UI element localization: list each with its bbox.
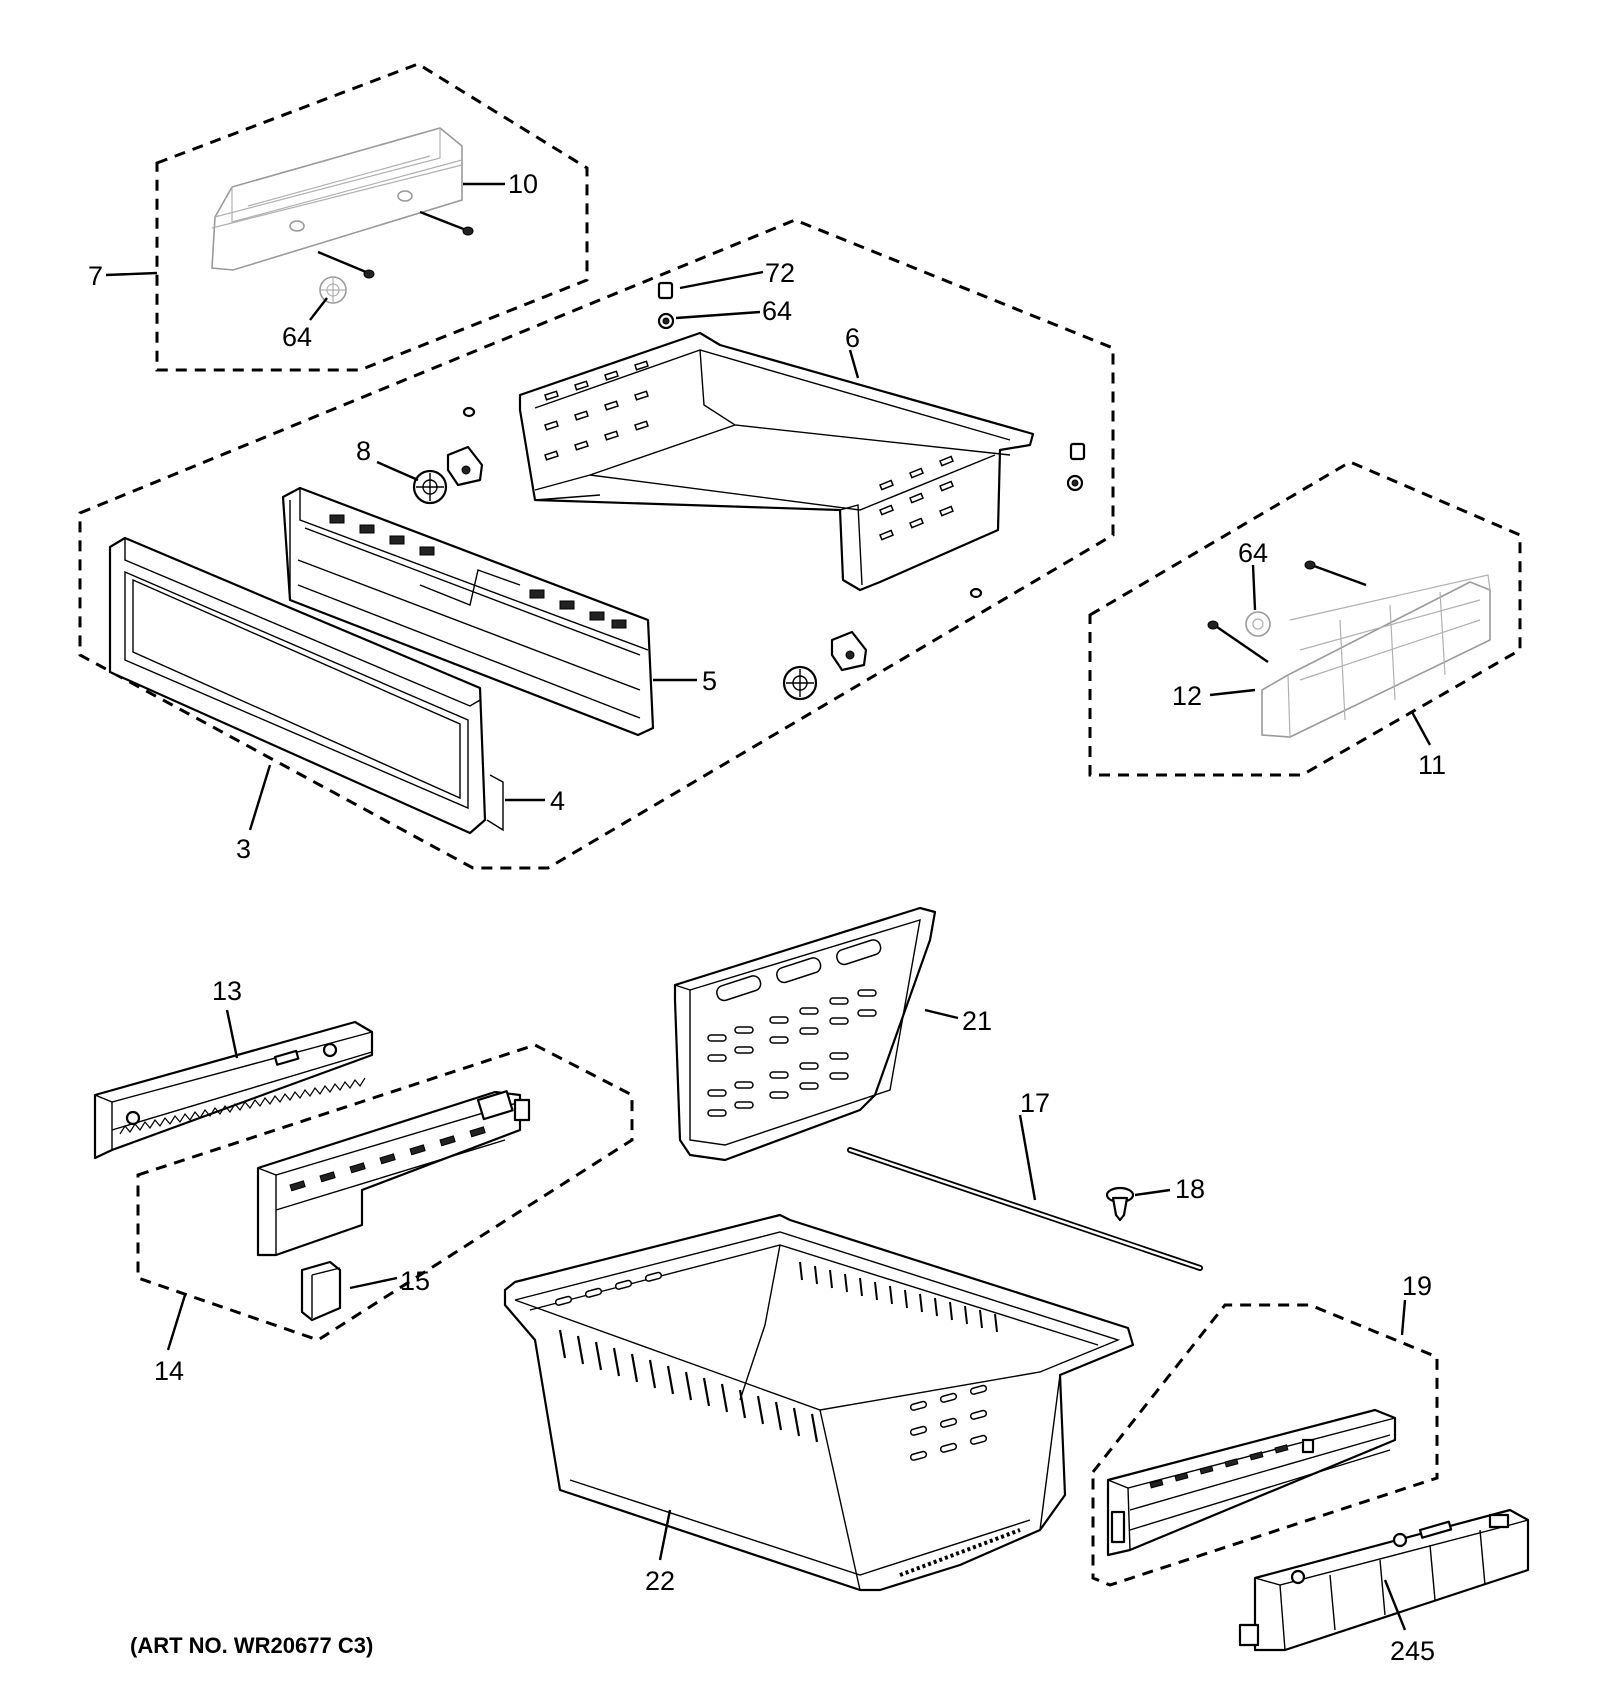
divider-handle-slots [716, 939, 882, 1002]
group-outline-19 [1091, 1303, 1439, 1587]
screw-icon [317, 250, 375, 279]
divider-vent-slots [707, 989, 877, 1117]
group-outline-11 [1088, 460, 1522, 777]
callout-15: 15 [400, 1266, 430, 1296]
callout-64: 64 [282, 322, 312, 352]
callout-13: 13 [212, 976, 242, 1006]
part-13-slide-rail [93, 1020, 374, 1160]
part-12-side-bracket [1261, 574, 1491, 738]
callout-14: 14 [154, 1356, 184, 1386]
callout-10: 10 [508, 169, 538, 199]
callout-72: 72 [765, 258, 795, 288]
part-5-inner-drawer-frame [281, 486, 655, 737]
part-14-rail-assembly [256, 1090, 531, 1257]
screw-icon [462, 406, 983, 599]
part-6-drawer-bin [518, 331, 1035, 592]
basket-side-slots [554, 1271, 988, 1461]
callout-8: 8 [356, 436, 371, 466]
rail-teeth [119, 1077, 366, 1135]
part-10-rail-cover [211, 127, 463, 271]
art-number-label: (ART NO. WR20677 C3) [130, 1633, 373, 1658]
part-17-rod [847, 1147, 1203, 1271]
part-64-wheel-icon [657, 312, 1084, 492]
bin-slots [544, 360, 954, 541]
callout-18: 18 [1175, 1174, 1205, 1204]
part-4-drawer-front-panel [108, 536, 504, 835]
callout-245: 245 [1390, 1636, 1435, 1666]
rail-slots [289, 1126, 486, 1192]
group-outline-7 [155, 62, 589, 372]
callout-17: 17 [1020, 1088, 1050, 1118]
callout-19: 19 [1402, 1271, 1432, 1301]
callout-4: 4 [550, 786, 565, 816]
part-22-basket [503, 1213, 1135, 1592]
callout-3: 3 [236, 834, 251, 864]
screw-icon [1207, 560, 1367, 663]
group-outline-14 [136, 1043, 634, 1342]
callout-7: 7 [88, 261, 103, 291]
roller-bracket-icon [446, 445, 868, 672]
part-15-clip [300, 1260, 342, 1322]
part-8-roller-wheel-icon [412, 469, 818, 701]
part-64-wheel-icon [319, 276, 347, 304]
part-18-push-pin-icon [1105, 1186, 1135, 1222]
basket-front-slots [558, 1329, 819, 1443]
part-19-slide-rail [1106, 1408, 1397, 1557]
part-21-basket-divider [673, 906, 937, 1162]
callout-11: 11 [1418, 750, 1446, 780]
rail-slots [1149, 1444, 1289, 1489]
callout-12: 12 [1172, 681, 1202, 711]
callout-21: 21 [962, 1006, 992, 1036]
part-72-clip-icon [657, 281, 1086, 461]
callout-22: 22 [645, 1566, 675, 1596]
frame-clips [329, 514, 627, 629]
callout-64: 64 [762, 296, 792, 326]
callout-64: 64 [1238, 538, 1268, 568]
part-64-wheel-icon [1245, 611, 1271, 637]
callout-6: 6 [845, 323, 860, 353]
part-245-bracket [1238, 1508, 1530, 1652]
screw-icon [419, 210, 474, 236]
basket-back-slots [799, 1261, 998, 1333]
leader-lines [105, 182, 1432, 1631]
callout-5: 5 [702, 666, 717, 696]
